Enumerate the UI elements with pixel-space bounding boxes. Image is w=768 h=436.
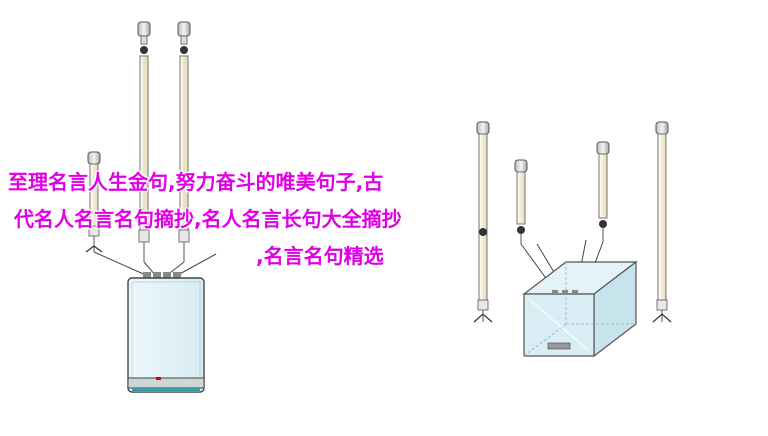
burette-tube-icon xyxy=(514,159,528,244)
burette-tube-icon xyxy=(596,141,610,242)
right-apparatus xyxy=(473,121,672,358)
burette-tube-icon xyxy=(85,151,103,253)
glass-cube-icon xyxy=(522,260,638,358)
beaker-tank-icon xyxy=(127,277,205,393)
burette-tube-icon xyxy=(177,21,191,262)
left-apparatus xyxy=(85,21,217,393)
stopcock-valve-icon xyxy=(143,272,181,278)
burette-tube-icon xyxy=(473,121,493,323)
burette-tube-icon xyxy=(652,121,672,323)
stopcock-valve-icon xyxy=(552,290,578,295)
burette-tube-icon xyxy=(137,21,151,262)
